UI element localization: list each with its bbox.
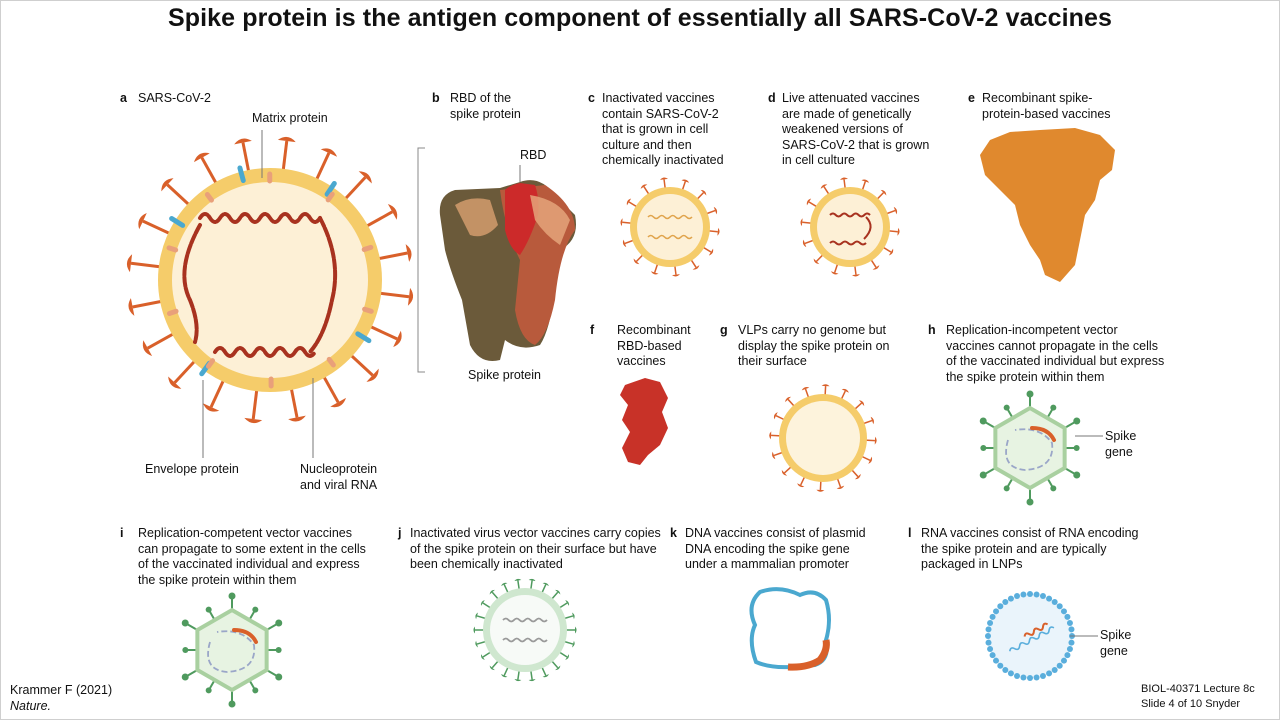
- inactivated-vaccine-illustration: [620, 177, 720, 277]
- panel-letter: l: [908, 526, 912, 540]
- spike-gene-label-l: Spike gene: [1100, 628, 1132, 658]
- panel-text: Replication-incompetent vector vaccines …: [946, 323, 1165, 384]
- panel-text: Live attenuated vaccines are made of gen…: [782, 91, 930, 167]
- inactivated-virus-vector-illustration: [473, 578, 577, 682]
- panel-letter: h: [928, 323, 936, 337]
- panel-letter: f: [590, 323, 595, 337]
- spike-protein-label: Spike protein: [468, 368, 541, 382]
- panel-text: Recombinant RBD-based vaccines: [617, 323, 691, 368]
- panel-letter: a: [120, 91, 127, 105]
- replication-competent-vector-illustration: [181, 592, 283, 708]
- spike-gene-label-h: Spike gene: [1105, 429, 1137, 459]
- matrix-protein-label: Matrix protein: [252, 111, 328, 125]
- slide-title: Spike protein is the antigen component o…: [167, 4, 1113, 32]
- panel-letter: j: [398, 526, 402, 540]
- panel-text: VLPs carry no genome but display the spi…: [738, 323, 890, 368]
- panel-text: Inactivated virus vector vaccines carry …: [410, 526, 661, 571]
- panel-letter: e: [968, 91, 975, 105]
- panel-text: RBD of the spike protein: [450, 91, 521, 121]
- panel-letter: d: [768, 91, 776, 105]
- panel-letter: k: [670, 526, 677, 540]
- panel-text: Replication-competent vector vaccines ca…: [138, 526, 366, 587]
- live-attenuated-vaccine-illustration: [800, 177, 900, 277]
- citation: Krammer F (2021) Nature.: [10, 682, 112, 714]
- label-leader-lines: [202, 130, 1103, 637]
- recombinant-rbd-illustration: [620, 378, 668, 465]
- recombinant-spike-protein-illustration: [980, 128, 1115, 282]
- panel-letter: i: [120, 526, 124, 540]
- panel-letter: c: [588, 91, 595, 105]
- dna-plasmid-illustration: [749, 587, 831, 671]
- citation-author: Krammer F (2021): [10, 683, 113, 697]
- panel-text: DNA vaccines consist of plasmid DNA enco…: [685, 526, 866, 571]
- panel-text: RNA vaccines consist of RNA encoding the…: [921, 526, 1139, 571]
- envelope-protein-label: Envelope protein: [145, 462, 239, 476]
- replication-incompetent-vector-illustration: [979, 390, 1081, 506]
- lnp-rna-illustration: [985, 591, 1075, 681]
- rbd-label: RBD: [520, 148, 547, 162]
- slide-number: Slide 4 of 10 Snyder: [1141, 698, 1241, 710]
- panel-text: Inactivated vaccines contain SARS-CoV-2 …: [602, 91, 724, 167]
- slide-info: BIOL-40371 Lecture 8c Slide 4 of 10 Snyd…: [1141, 682, 1255, 712]
- panel-letter: g: [720, 323, 728, 337]
- panel-letter: b: [432, 91, 440, 105]
- course-label: BIOL-40371 Lecture 8c: [1141, 683, 1255, 695]
- citation-journal: Nature.: [10, 699, 51, 713]
- spike-protein-structure-illustration: [417, 147, 576, 373]
- nucleoprotein-label: Nucleoprotein and viral RNA: [300, 462, 378, 492]
- panel-text: Recombinant spike-protein-based vaccines: [982, 91, 1111, 121]
- sars-cov-2-virion-illustration: [126, 136, 414, 424]
- panel-text: SARS-CoV-2: [138, 91, 211, 105]
- vlp-illustration: [769, 384, 877, 492]
